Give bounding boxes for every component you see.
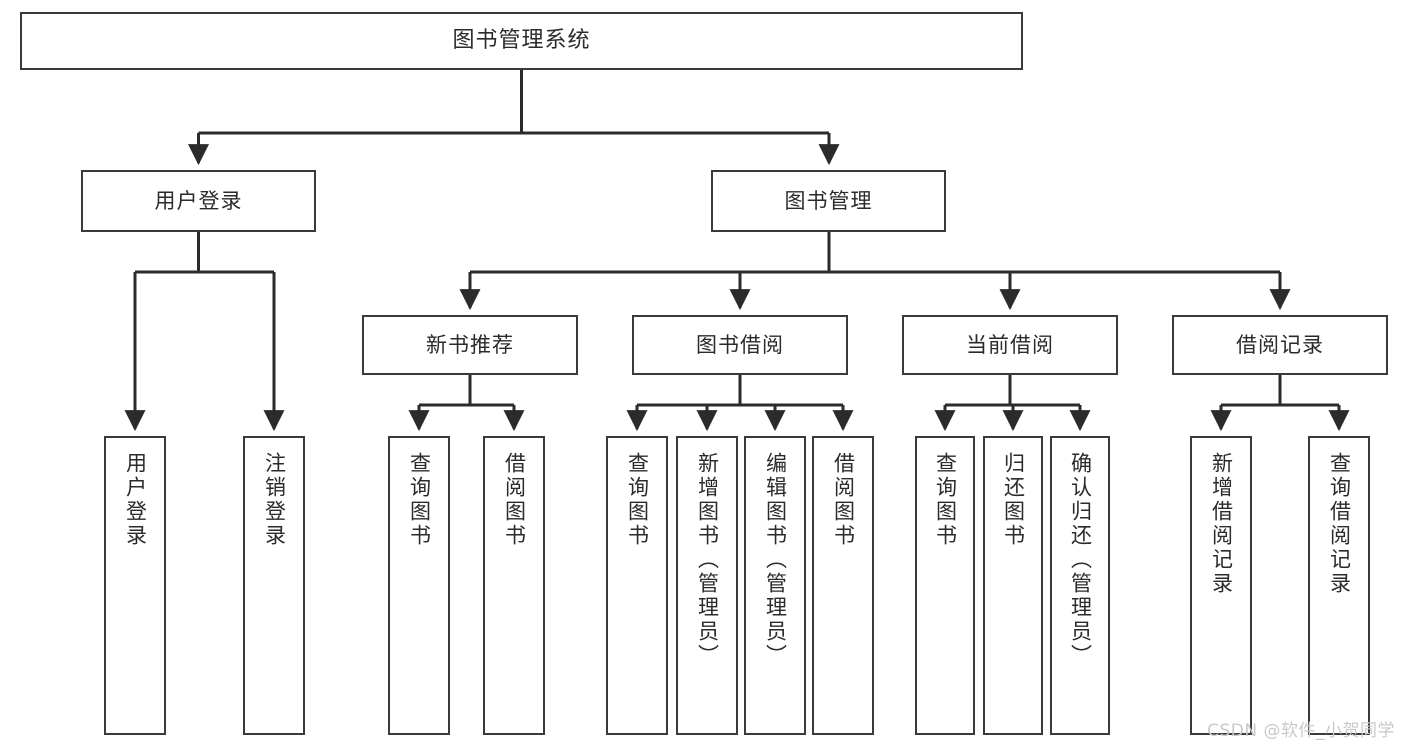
leaf-label: 确认归还（管理员） <box>1068 452 1093 668</box>
leaf-label: 新增借阅记录 <box>1209 452 1234 596</box>
node-user-login[interactable]: 用户登录 <box>81 170 316 232</box>
leaf-label: 查询借阅记录 <box>1327 452 1352 596</box>
leaf-edit-book-admin[interactable]: 编辑图书（管理员） <box>744 436 806 735</box>
node-label: 用户登录 <box>154 188 243 213</box>
watermark-text: CSDN @软件_小贺同学 <box>1207 721 1395 741</box>
leaf-label: 借阅图书 <box>502 452 527 548</box>
leaf-add-book-admin[interactable]: 新增图书（管理员） <box>676 436 738 735</box>
leaf-label: 借阅图书 <box>831 452 856 548</box>
leaf-label: 用户登录 <box>123 452 148 548</box>
leaf-add-borrow-record[interactable]: 新增借阅记录 <box>1190 436 1252 735</box>
leaf-query-books-current[interactable]: 查询图书 <box>915 436 975 735</box>
leaf-borrow-books-recommend[interactable]: 借阅图书 <box>483 436 545 735</box>
node-new-book-recommend[interactable]: 新书推荐 <box>362 315 578 375</box>
node-label: 图书借阅 <box>696 332 784 357</box>
leaf-query-books-borrowing[interactable]: 查询图书 <box>606 436 668 735</box>
leaf-label: 新增图书（管理员） <box>695 452 720 668</box>
leaf-label: 查询图书 <box>407 452 432 548</box>
leaf-label: 编辑图书（管理员） <box>763 452 788 668</box>
node-borrow-records[interactable]: 借阅记录 <box>1172 315 1388 375</box>
leaf-label: 查询图书 <box>625 452 650 548</box>
node-current-borrowing[interactable]: 当前借阅 <box>902 315 1118 375</box>
leaf-query-books-recommend[interactable]: 查询图书 <box>388 436 450 735</box>
node-label: 图书管理系统 <box>452 28 591 54</box>
leaf-borrow-books[interactable]: 借阅图书 <box>812 436 874 735</box>
leaf-label: 注销登录 <box>262 452 287 548</box>
leaf-confirm-return-admin[interactable]: 确认归还（管理员） <box>1050 436 1110 735</box>
node-label: 当前借阅 <box>966 332 1054 357</box>
node-label: 新书推荐 <box>426 332 514 357</box>
leaf-label: 查询图书 <box>933 452 958 548</box>
leaf-query-borrow-record[interactable]: 查询借阅记录 <box>1308 436 1370 735</box>
node-book-management[interactable]: 图书管理 <box>711 170 946 232</box>
node-root-system[interactable]: 图书管理系统 <box>20 12 1023 70</box>
leaf-return-books[interactable]: 归还图书 <box>983 436 1043 735</box>
node-label: 图书管理 <box>784 188 873 213</box>
leaf-label: 归还图书 <box>1001 452 1026 548</box>
node-label: 借阅记录 <box>1236 332 1324 357</box>
leaf-logout[interactable]: 注销登录 <box>243 436 305 735</box>
node-book-borrowing[interactable]: 图书借阅 <box>632 315 848 375</box>
leaf-user-login[interactable]: 用户登录 <box>104 436 166 735</box>
